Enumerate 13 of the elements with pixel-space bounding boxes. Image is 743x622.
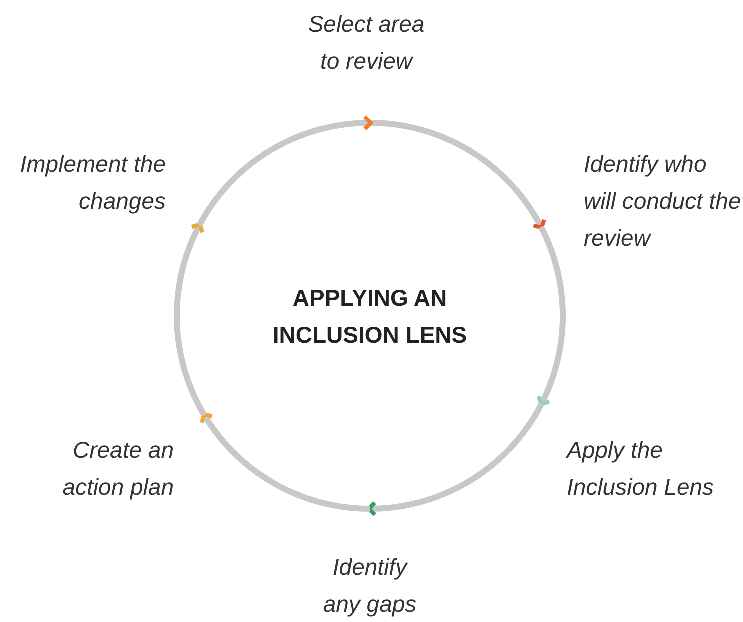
cycle-arrow [370,120,546,230]
step-label: Implement the changes [20,150,166,216]
step-label: Select area to review [307,10,426,76]
cycle-arrow [200,412,370,512]
step-label: Create an action plan [62,436,174,502]
step-label: Identify any gaps [322,553,418,619]
step-label: Identify who will conduct the review [584,150,742,253]
cycle-arrow [196,115,373,227]
step-label: Apply the Inclusion Lens [567,436,716,502]
cycle-arrow [536,226,566,407]
cycle-arrow [174,222,208,417]
cycle-arrow [367,402,545,517]
diagram-heading: APPLYING AN INCLUSION LENS [272,284,468,350]
